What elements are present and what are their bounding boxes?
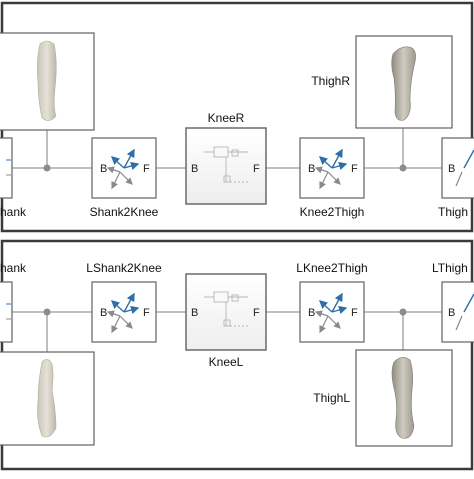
thigh-r-solid-block[interactable] <box>355 35 453 129</box>
top-junction-left <box>43 164 51 172</box>
port-b-label: B <box>308 163 315 175</box>
thigh-bone-icon <box>391 357 415 439</box>
lshank2knee-transform-block[interactable]: B F <box>91 281 157 343</box>
shank-solid-block-top[interactable] <box>0 32 95 131</box>
shank-bone-icon <box>37 40 57 121</box>
port-f-label: F <box>253 163 260 175</box>
knee2thigh-transform-block[interactable]: B F <box>299 137 365 199</box>
port-f-label: F <box>253 307 260 319</box>
shank-solid-block-bottom[interactable] <box>0 351 95 446</box>
lthigh-cut-label: LThigh <box>432 261 468 275</box>
top-partial-transform-right[interactable]: B <box>441 137 474 199</box>
top-junction-right <box>399 164 407 172</box>
port-f-label: F <box>351 307 358 319</box>
port-b-label: B <box>448 163 455 175</box>
thigh-l-solid-block[interactable] <box>355 349 453 447</box>
thigh-l-label: ThighL <box>313 391 350 405</box>
shank-cut-label: hank <box>0 261 27 275</box>
frame-transform-icon <box>314 148 348 190</box>
revolute-joint-icon <box>204 291 248 327</box>
frame-transform-icon <box>314 292 348 334</box>
port-b-label: B <box>191 307 198 319</box>
frame-transform-icon <box>106 292 140 334</box>
knee-l-label: KneeL <box>209 355 244 369</box>
shank2knee-transform-block[interactable]: B F <box>91 137 157 199</box>
bottom-junction-right <box>399 308 407 316</box>
port-b-label: B <box>448 307 455 319</box>
knee-l-joint-block[interactable]: B F <box>185 273 267 351</box>
revolute-joint-icon <box>204 146 248 183</box>
thigh-cut-label: Thigh <box>438 205 468 219</box>
bottom-junction-left <box>43 308 51 316</box>
bottom-panel: B F B F <box>0 239 474 471</box>
bottom-partial-transform-right[interactable]: B <box>441 281 474 343</box>
lshank2knee-label: LShank2Knee <box>86 261 162 275</box>
lknee2thigh-label: LKnee2Thigh <box>296 261 367 275</box>
knee-r-joint-block[interactable]: B F <box>185 127 267 205</box>
thigh-r-label: ThighR <box>311 74 350 88</box>
shank-cut-label: hank <box>0 205 27 219</box>
port-f-label: F <box>351 163 358 175</box>
lknee2thigh-transform-block[interactable]: B F <box>299 281 365 343</box>
port-f-label: F <box>143 163 150 175</box>
port-b-label: B <box>191 163 198 175</box>
shank-bone-icon <box>37 359 57 438</box>
bottom-partial-block-left[interactable] <box>0 281 13 343</box>
thigh-bone-icon <box>391 46 416 121</box>
shank2knee-label: Shank2Knee <box>90 205 159 219</box>
top-panel: B F B F <box>0 1 474 233</box>
port-b-label: B <box>100 307 107 319</box>
top-partial-block-left[interactable] <box>0 137 13 199</box>
port-f-label: F <box>143 307 150 319</box>
frame-transform-icon <box>106 148 140 190</box>
port-b-label: B <box>100 163 107 175</box>
knee2thigh-label: Knee2Thigh <box>300 205 365 219</box>
knee-r-label: KneeR <box>208 111 245 125</box>
port-b-label: B <box>308 307 315 319</box>
